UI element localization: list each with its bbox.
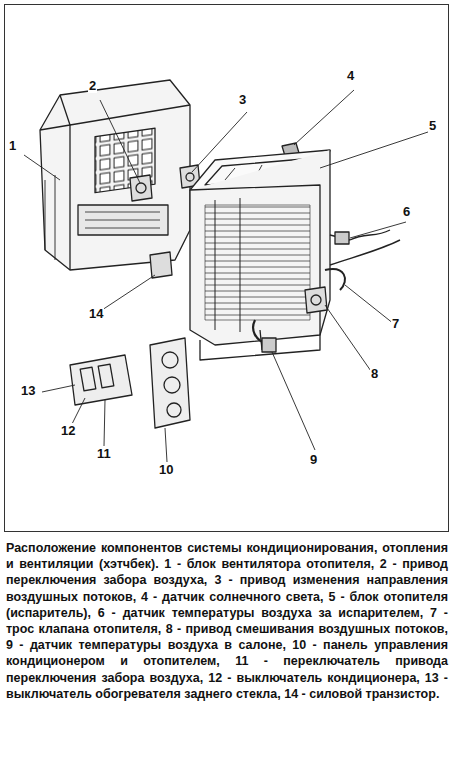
callout-number: 6 [402,204,411,219]
callout-number: 14 [88,306,104,321]
callout-number: 1 [8,138,17,153]
figure-caption: Расположение компонентов системы кондици… [6,540,448,702]
callout-number: 9 [309,452,318,467]
callout-number: 12 [60,423,76,438]
callout-number: 13 [20,383,36,398]
callout-number: 8 [370,366,379,381]
callout-number: 4 [346,68,355,83]
callout-number: 2 [88,78,97,93]
hvac-illustration [0,0,455,540]
callout-number: 5 [428,118,437,133]
callout-number: 10 [158,462,174,477]
callout-number: 3 [238,92,247,107]
callout-number: 11 [96,446,112,461]
callout-number: 7 [391,316,400,331]
